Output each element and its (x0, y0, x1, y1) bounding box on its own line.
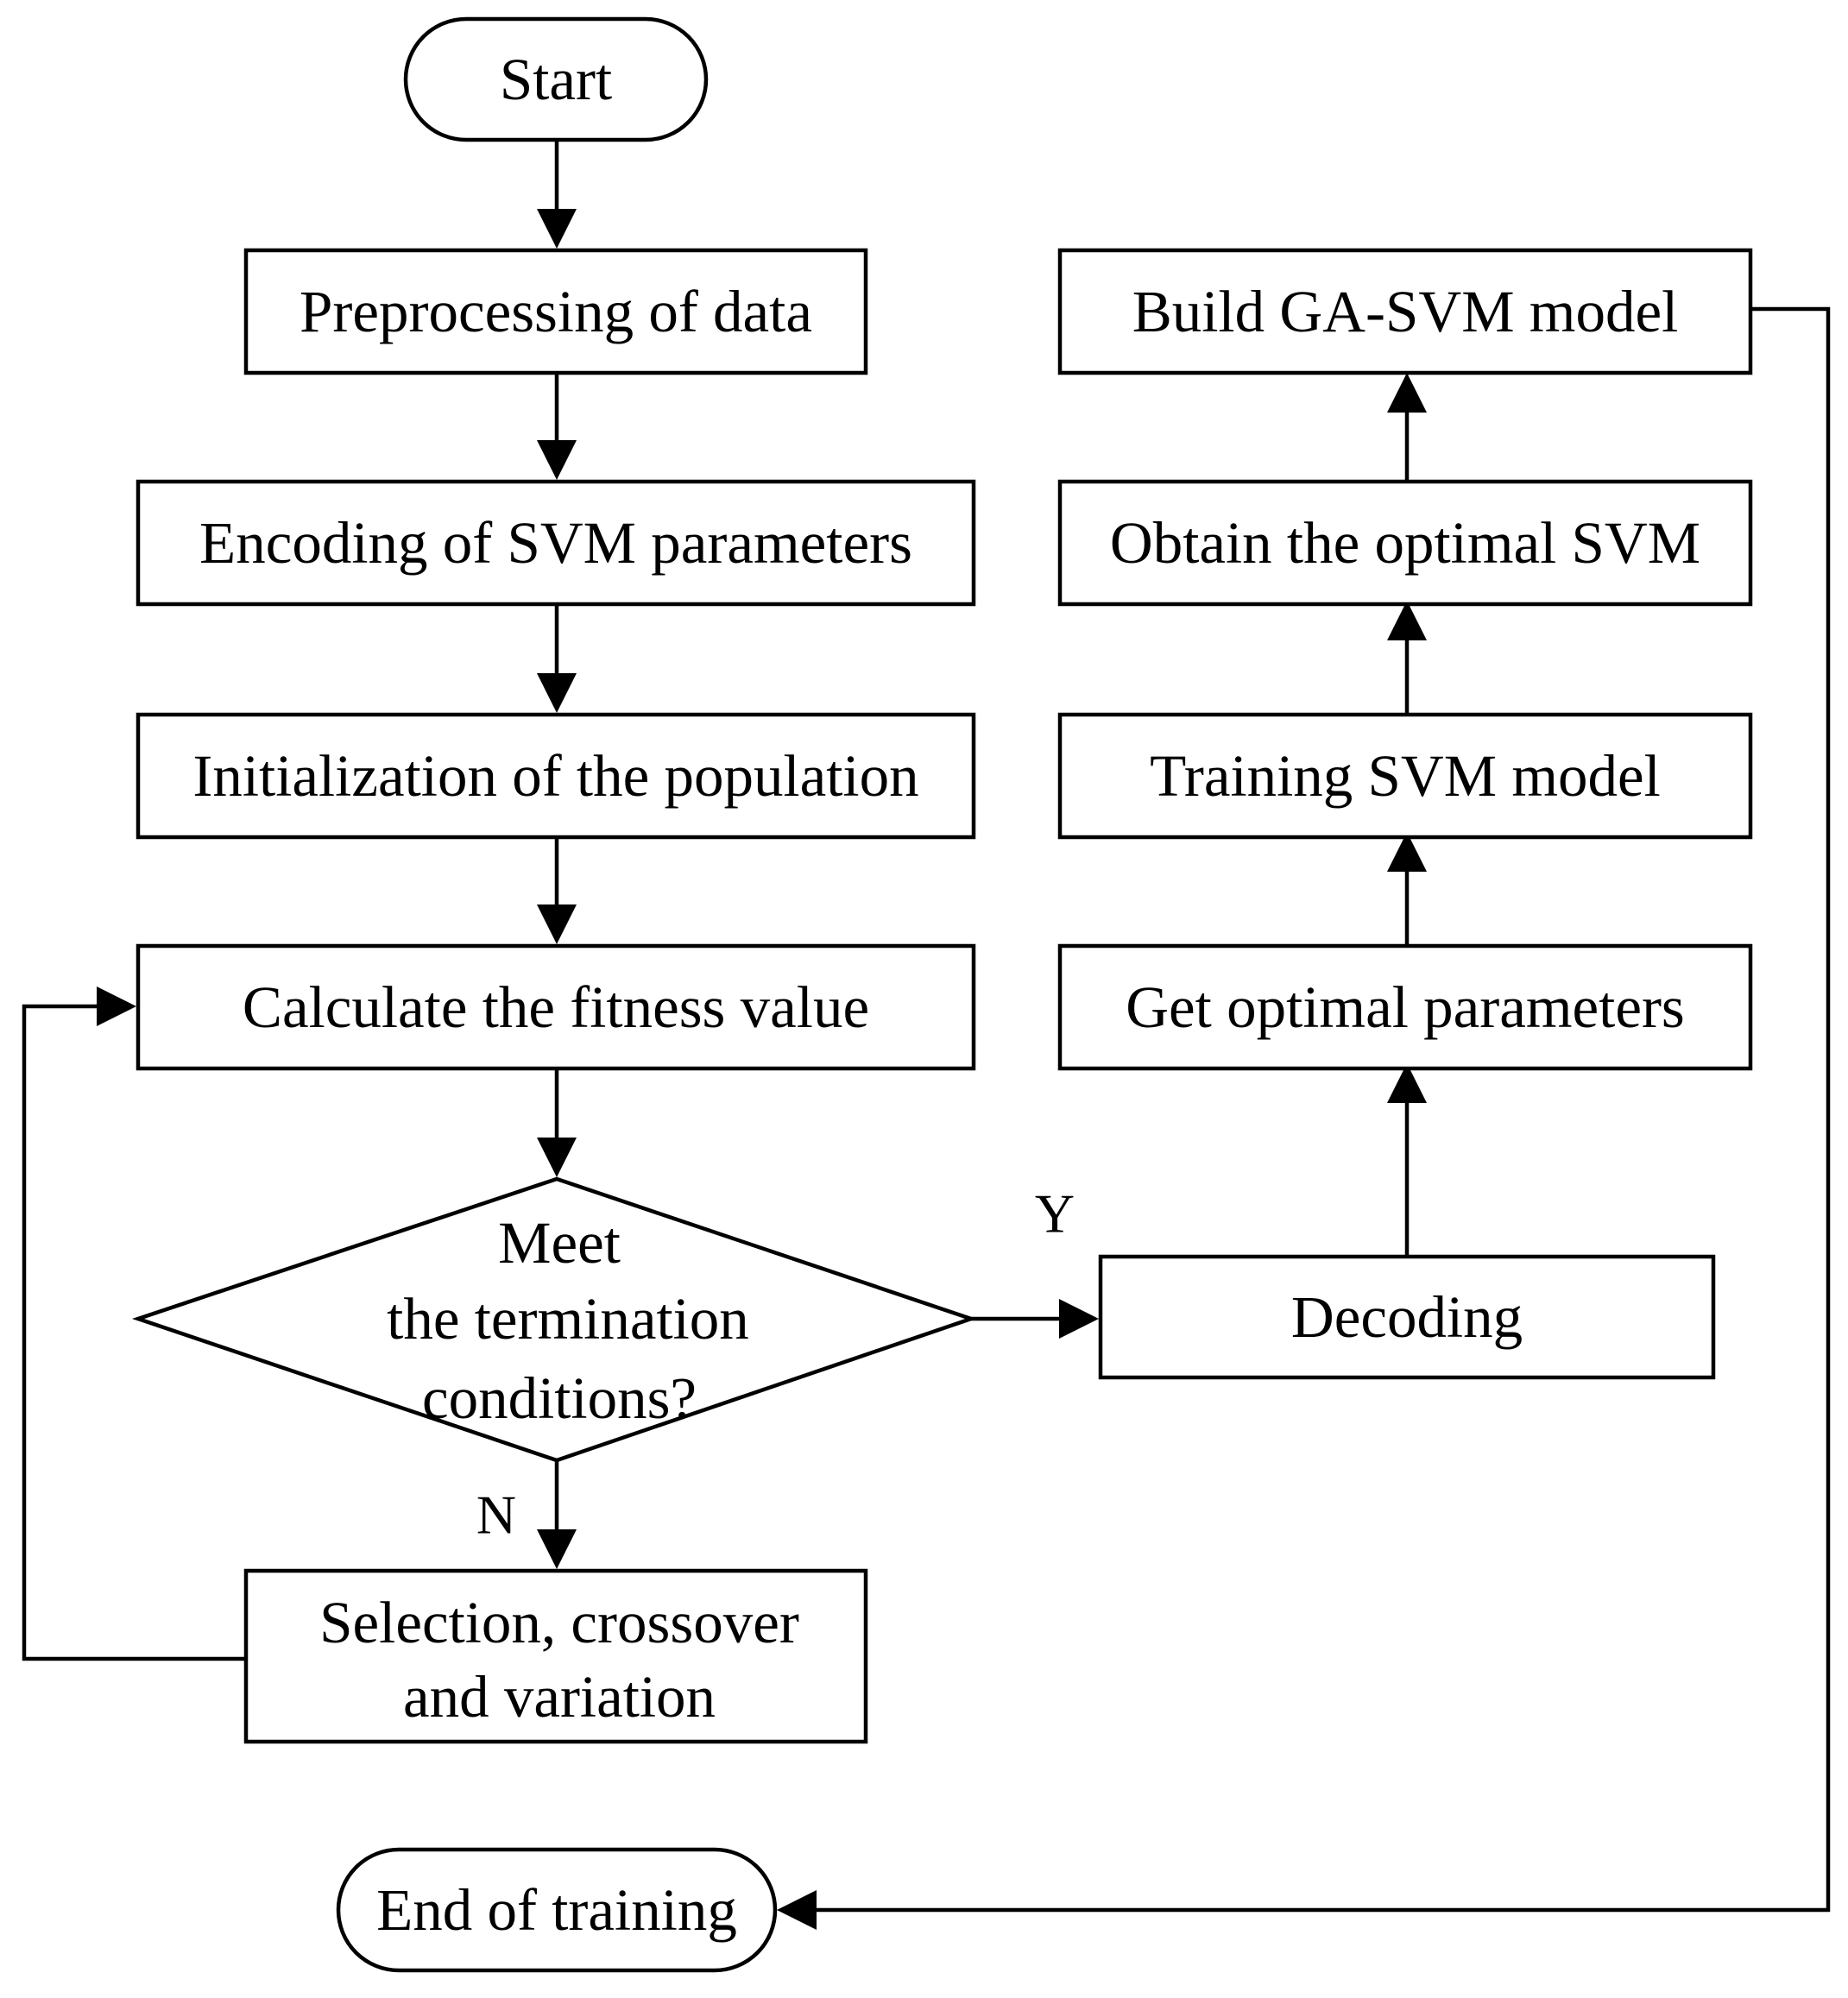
get-params-label: Get optimal parameters (1126, 974, 1685, 1040)
connectors (22, 140, 1831, 1930)
decision-label-line-3: conditions? (422, 1365, 697, 1431)
end-terminal: End of training (336, 1847, 778, 1973)
fitness-box: Calculate the fitness value (136, 943, 976, 1071)
encoding-label: Encoding of SVM parameters (199, 510, 912, 576)
termination-decision: Meet the termination conditions? (131, 1176, 977, 1463)
encoding-box: Encoding of SVM parameters (136, 479, 976, 607)
end-label: End of training (376, 1877, 737, 1943)
no-edge-label: N (476, 1484, 516, 1546)
yes-edge-label: Y (1035, 1183, 1075, 1245)
decision-label-line-1: Meet (498, 1210, 621, 1276)
obtain-label: Obtain the optimal SVM (1110, 510, 1700, 576)
initialization-label: Initialization of the population (192, 743, 918, 809)
start-label: Start (500, 47, 612, 112)
selection-label-line-2: and variation (403, 1664, 716, 1730)
initialization-box: Initialization of the population (136, 712, 976, 840)
selection-box: Selection, crossover and variation (243, 1568, 868, 1744)
get-params-box: Get optimal parameters (1057, 943, 1753, 1071)
training-label: Training SVM model (1150, 743, 1661, 809)
training-box: Training SVM model (1057, 712, 1753, 840)
preprocessing-label: Preprocessing of data (300, 279, 812, 344)
decision-label-line-2: the termination (387, 1286, 749, 1352)
selection-label-line-1: Selection, crossover (319, 1590, 799, 1655)
preprocessing-box: Preprocessing of data (243, 248, 868, 375)
fitness-label: Calculate the fitness value (243, 974, 869, 1040)
build-box: Build GA-SVM model (1057, 248, 1753, 375)
decoding-label: Decoding (1291, 1284, 1523, 1350)
build-label: Build GA-SVM model (1132, 279, 1679, 344)
start-terminal: Start (403, 16, 709, 142)
decoding-box: Decoding (1098, 1254, 1716, 1380)
obtain-box: Obtain the optimal SVM (1057, 479, 1753, 607)
